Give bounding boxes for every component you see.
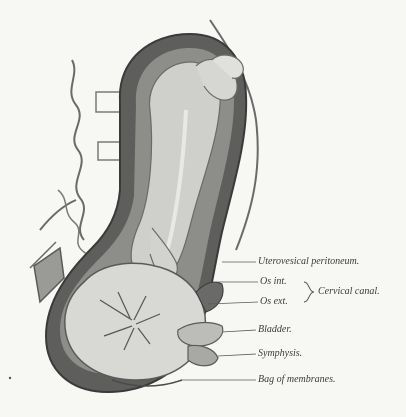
label-bladder: Bladder. [258,324,292,336]
label-os-int: Os int. [260,276,287,288]
sacrum-outline [40,200,76,230]
symphysis-shape [188,346,218,366]
speck [9,377,11,379]
label-bag-of-membranes: Bag of membranes. [258,374,336,386]
bladder-shape [178,323,223,346]
label-os-ext: Os ext. [260,296,288,308]
label-cervical-canal: Cervical canal. [318,286,380,298]
label-uterovesical-peritoneum: Uterovesical peritoneum. [258,256,359,268]
leader-bladder [222,330,256,332]
cervical-canal-brace [304,282,314,302]
spine-outline [71,60,84,240]
vertebra-2 [98,142,122,160]
leader-symphysis [218,354,256,356]
fetal-head [65,263,206,380]
label-symphysis: Symphysis. [258,348,302,360]
vertebra-1 [96,92,120,112]
